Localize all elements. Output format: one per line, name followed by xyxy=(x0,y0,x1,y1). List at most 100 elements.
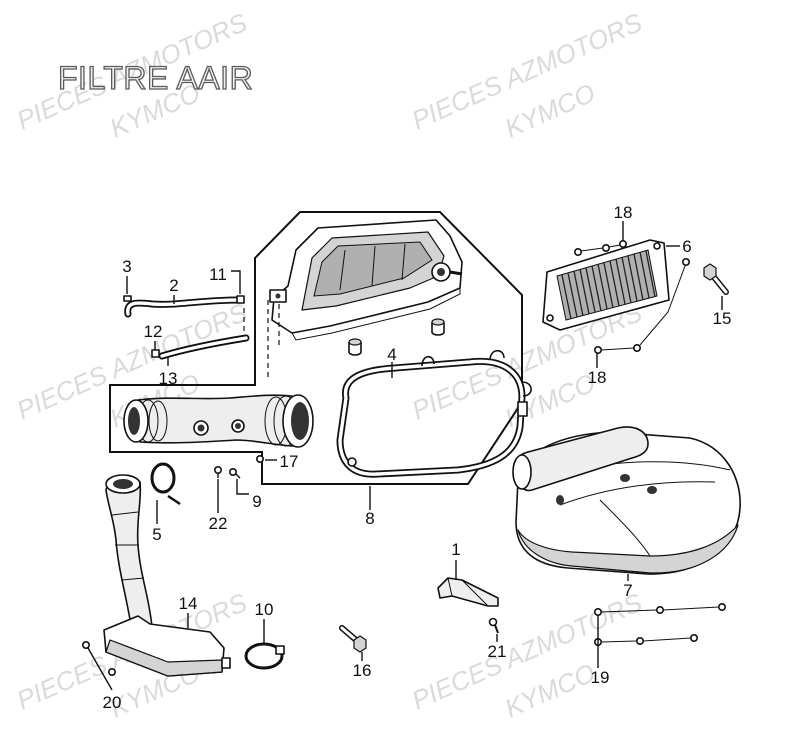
snorkel-tube xyxy=(105,476,153,633)
screw-18-side xyxy=(593,257,690,354)
leader-11 xyxy=(231,270,241,294)
assembly-group-outline xyxy=(109,211,523,485)
screw-20-set xyxy=(82,640,117,676)
cover-boss xyxy=(647,486,657,494)
hose-clip-3 xyxy=(123,295,132,302)
snorkel-inlet-opening xyxy=(113,479,133,489)
intake-duct-rib xyxy=(148,400,168,442)
gasket-inner xyxy=(338,359,524,476)
screw-line xyxy=(639,265,686,346)
callout-20: 20 xyxy=(103,693,122,712)
intake-snorkel xyxy=(103,474,231,677)
clamp-band xyxy=(150,462,176,494)
screw-18-top xyxy=(573,240,627,257)
screw-head xyxy=(488,617,498,627)
callout-18: 18 xyxy=(588,368,607,387)
cover-boss xyxy=(556,495,564,505)
leader-9 xyxy=(236,479,249,495)
screw-line xyxy=(600,637,692,643)
gasket-bracket xyxy=(517,401,528,417)
screw-shank xyxy=(235,473,241,479)
callout-5: 5 xyxy=(152,525,161,544)
callout-10: 10 xyxy=(255,600,274,619)
bracket-body xyxy=(437,577,499,607)
bolt-head xyxy=(703,263,717,281)
callout-21: 21 xyxy=(488,642,507,661)
callout-8: 8 xyxy=(365,509,374,528)
bracket-1 xyxy=(437,577,499,607)
callout-7: 7 xyxy=(623,581,632,600)
callout-12: 12 xyxy=(144,322,163,341)
callout-9: 9 xyxy=(252,492,261,511)
screw-head xyxy=(618,240,627,249)
filter-mount-hole xyxy=(546,314,554,322)
clamp-band xyxy=(244,642,284,670)
screw-head xyxy=(635,636,644,645)
gasket-tab xyxy=(521,381,532,397)
cover-boss xyxy=(620,474,630,482)
airbox-housing xyxy=(269,219,463,341)
gasket xyxy=(336,349,532,478)
screw-17 xyxy=(255,454,264,463)
bracket-edge xyxy=(447,577,489,607)
gasket-tab xyxy=(421,355,435,367)
hose-clip-12 xyxy=(151,349,160,358)
filter-mount-hole xyxy=(653,242,661,250)
clamp-tab xyxy=(275,645,285,655)
airbox-nozzle-hole xyxy=(437,268,445,276)
cover-intake-opening xyxy=(512,454,532,490)
dowel-pin xyxy=(348,338,362,356)
air-filter-element xyxy=(542,239,670,331)
dowel-pin-top xyxy=(348,338,362,346)
screw-head xyxy=(82,640,91,649)
screw-line xyxy=(580,244,621,252)
screw-head xyxy=(601,244,610,253)
breather-hose-13 xyxy=(158,334,250,360)
leader-20 xyxy=(87,647,113,691)
cover-rib xyxy=(559,481,716,506)
callout-4: 4 xyxy=(387,345,396,364)
filter-media xyxy=(556,249,658,321)
screw-head xyxy=(689,633,698,642)
callout-2: 2 xyxy=(169,276,178,295)
screw-head xyxy=(229,467,238,476)
gasket-tab xyxy=(489,349,505,361)
cover-lower-lip xyxy=(517,524,739,574)
airbox-bracket-hole xyxy=(275,293,281,299)
airbox-housing-flange xyxy=(291,288,461,341)
page-title: FILTRE AAIR xyxy=(58,60,253,96)
intake-duct-port-hole xyxy=(235,423,241,429)
screw-9 xyxy=(229,467,241,479)
callout-11: 11 xyxy=(209,265,227,284)
screw-head xyxy=(717,602,726,611)
callout-22: 22 xyxy=(209,514,228,533)
bolt-shaft xyxy=(340,626,358,642)
hose-clamp-5 xyxy=(150,462,181,506)
screw-head xyxy=(632,343,641,352)
snorkel-rib xyxy=(111,511,145,581)
callouts: 3 2 11 12 13 18 6 15 18 4 17 9 22 5 8 1 … xyxy=(103,203,732,712)
clamp-screw xyxy=(167,494,181,506)
bolt-shaft xyxy=(711,274,728,294)
hose-clamp-10 xyxy=(244,642,285,670)
gasket-boss xyxy=(347,457,357,467)
snorkel-bracket xyxy=(221,657,231,669)
watermarks: PIECES AZMOTORS KYMCO PIECES AZMOTORS KY… xyxy=(12,7,647,724)
screw-head xyxy=(573,248,582,257)
screw-head xyxy=(593,345,602,354)
intake-duct-outlet-opening xyxy=(291,402,309,440)
callout-16: 16 xyxy=(353,661,372,680)
screw-shank xyxy=(494,624,499,634)
callout-15: 15 xyxy=(713,309,732,328)
callout-3: 3 xyxy=(122,257,131,276)
callout-14: 14 xyxy=(179,594,198,613)
breather-hose-2 xyxy=(124,296,244,318)
screw-head xyxy=(655,605,664,614)
bolt-15 xyxy=(703,263,729,295)
callout-1: 1 xyxy=(451,540,460,559)
dowel-pin-top xyxy=(431,318,445,326)
airbox-housing-rib xyxy=(339,243,406,291)
callout-6: 6 xyxy=(682,237,691,256)
dowel-pin xyxy=(431,318,445,336)
